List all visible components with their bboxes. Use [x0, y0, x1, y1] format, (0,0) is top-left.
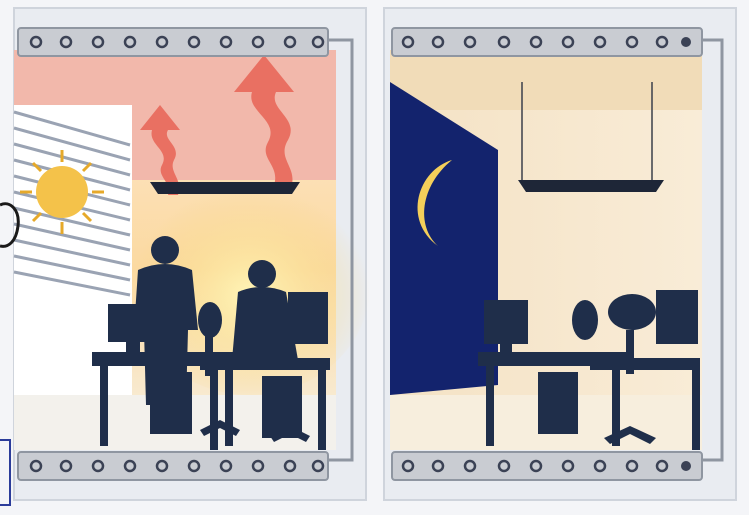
- night-panel: [384, 8, 736, 500]
- day-panel: [0, 8, 370, 505]
- floor-pipe-rail: [18, 452, 328, 480]
- window-blinds: [14, 105, 132, 395]
- ceiling-light: [150, 182, 300, 194]
- night-ceiling: [390, 50, 702, 110]
- floor-pipe-rail: [392, 452, 702, 480]
